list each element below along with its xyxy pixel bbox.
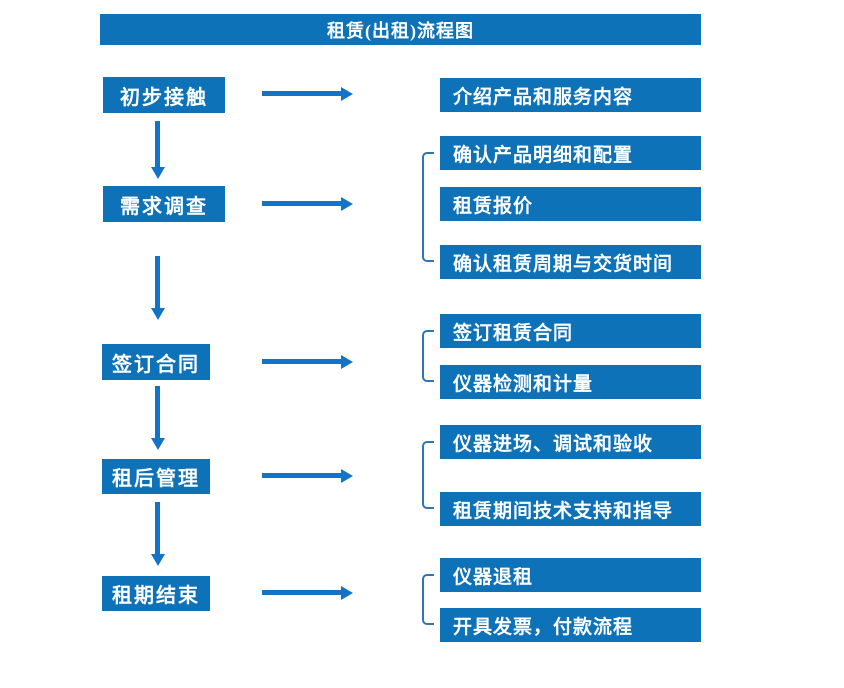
output-box-instrument-testing: 仪器检测和计量	[440, 365, 701, 399]
diagram-title: 租赁(出租)流程图	[100, 14, 701, 45]
down-arrow-1	[151, 121, 165, 179]
right-arrow-head	[341, 197, 353, 211]
output-box-instrument-entry: 仪器进场、调试和验收	[440, 425, 701, 459]
bracket-demand-survey-group	[422, 152, 434, 262]
down-arrow-shaft	[155, 386, 160, 439]
right-arrow-shaft	[262, 359, 342, 364]
right-arrow-shaft	[262, 201, 342, 206]
step-box-demand-survey: 需求调查	[103, 186, 225, 222]
bracket-post-rental-group	[422, 441, 434, 509]
output-box-invoice-payment: 开具发票，付款流程	[440, 608, 701, 642]
output-box-confirm-details: 确认产品明细和配置	[440, 136, 701, 170]
right-arrow-shaft	[262, 91, 342, 96]
step-box-rental-end: 租期结束	[102, 576, 210, 611]
down-arrow-head	[151, 438, 165, 450]
right-arrow-head	[341, 355, 353, 369]
step-box-sign-contract: 签订合同	[102, 344, 210, 380]
bracket-rental-end-group	[422, 574, 434, 625]
down-arrow-head	[151, 308, 165, 320]
down-arrow-head	[151, 554, 165, 566]
down-arrow-head	[151, 167, 165, 179]
down-arrow-4	[151, 502, 165, 566]
right-arrow-5	[262, 586, 353, 600]
output-box-sign-rental-contract: 签订租赁合同	[440, 314, 701, 348]
step-box-initial-contact: 初步接触	[103, 77, 225, 113]
right-arrow-3	[262, 355, 353, 369]
right-arrow-head	[341, 469, 353, 483]
step-box-post-rental-management: 租后管理	[102, 459, 210, 494]
output-box-instrument-return: 仪器退租	[440, 558, 701, 592]
right-arrow-2	[262, 197, 353, 211]
down-arrow-2	[151, 256, 165, 320]
right-arrow-4	[262, 469, 353, 483]
output-box-rental-quote: 租赁报价	[440, 187, 701, 221]
output-box-tech-support: 租赁期间技术支持和指导	[440, 492, 701, 526]
right-arrow-shaft	[262, 590, 342, 595]
down-arrow-shaft	[155, 121, 160, 168]
right-arrow-shaft	[262, 473, 342, 478]
bracket-sign-contract-group	[422, 330, 434, 382]
right-arrow-1	[262, 87, 353, 101]
down-arrow-shaft	[155, 502, 160, 555]
right-arrow-head	[341, 586, 353, 600]
down-arrow-3	[151, 386, 165, 450]
output-box-confirm-period: 确认租赁周期与交货时间	[440, 245, 701, 279]
output-box-introduce-products: 介绍产品和服务内容	[440, 78, 701, 112]
right-arrow-head	[341, 87, 353, 101]
down-arrow-shaft	[155, 256, 160, 309]
